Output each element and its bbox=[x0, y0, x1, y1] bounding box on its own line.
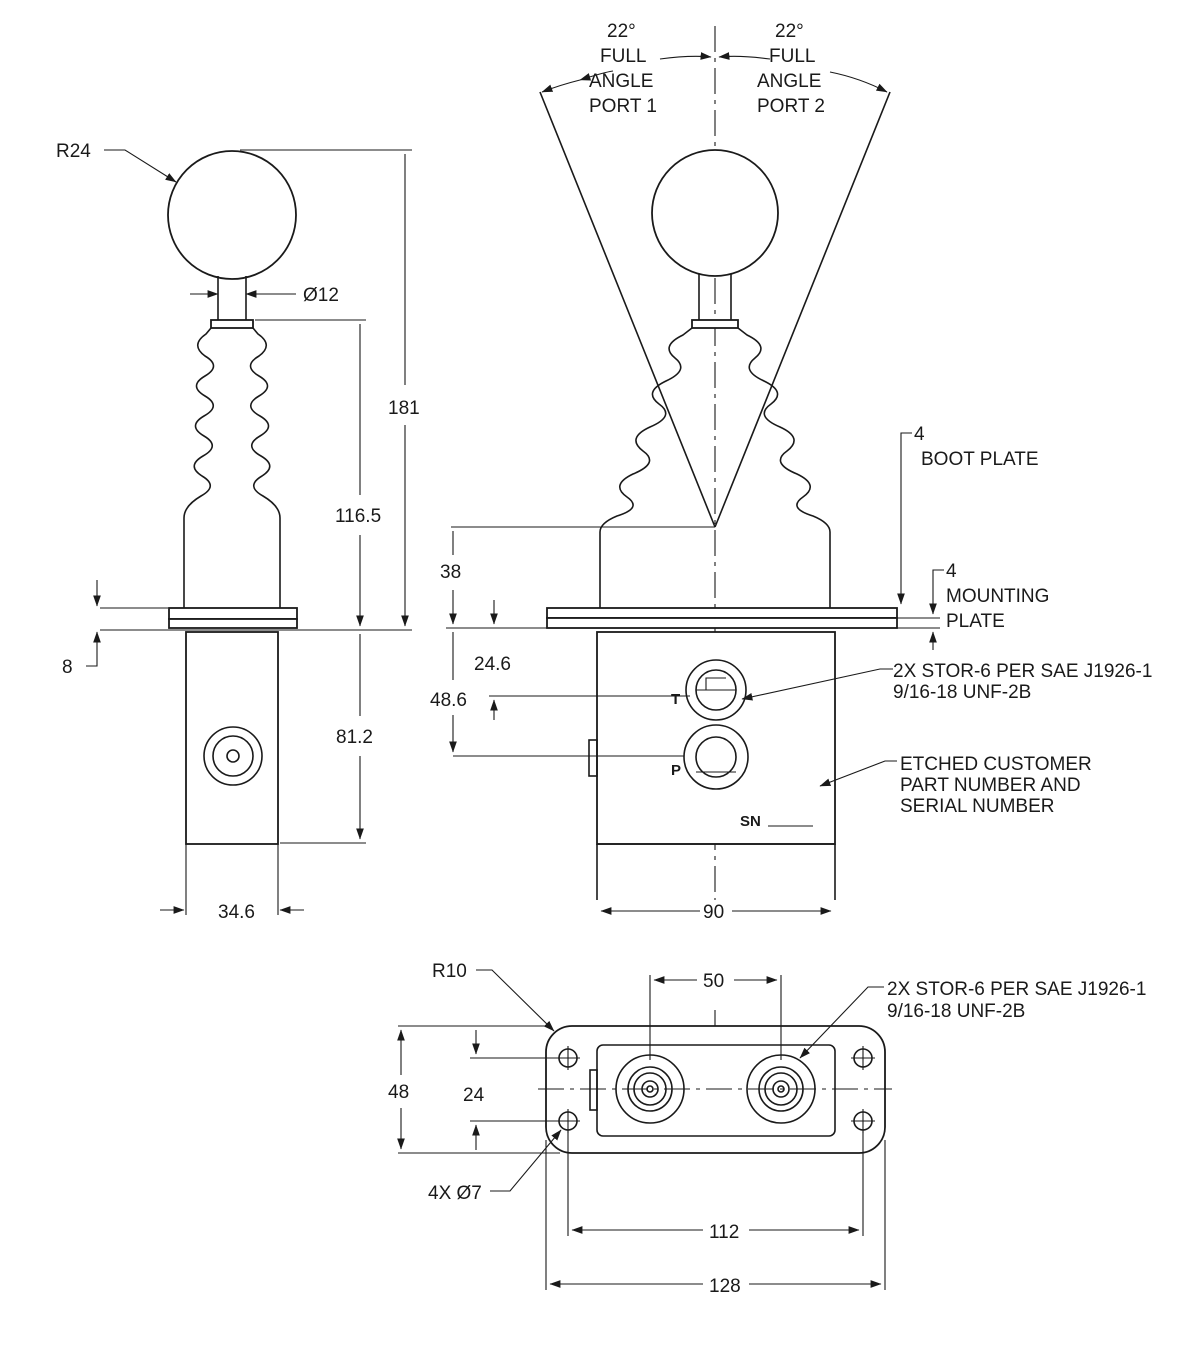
etched-callout2: PART NUMBER AND bbox=[900, 775, 1081, 796]
front-bellows bbox=[599, 327, 831, 608]
port-t-outer bbox=[685, 659, 747, 721]
side-ext-lines bbox=[100, 149, 412, 915]
dim-48-label: 48 bbox=[388, 1082, 409, 1103]
dim-34-label: 34.6 bbox=[218, 902, 255, 923]
front-view: 22° FULL ANGLE PORT 1 22° FULL ANGLE POR… bbox=[430, 21, 1152, 923]
mount-plate-ext bbox=[897, 617, 940, 629]
dim-8-arrow-bot bbox=[86, 631, 101, 667]
dim-181-label: 181 bbox=[388, 398, 420, 419]
bottom-view: 50 R10 2X STOR-6 PER SAE J1926-1 9/16-18… bbox=[388, 961, 1146, 1297]
port-p-inner bbox=[695, 736, 737, 778]
port-p-outer bbox=[683, 724, 749, 790]
boot-plate-thickness: 4 bbox=[914, 424, 925, 445]
angle-ray-left bbox=[539, 91, 716, 528]
dim-8-label: 8 bbox=[62, 657, 73, 678]
side-valve-body bbox=[185, 631, 279, 845]
angle-arc-left-top bbox=[659, 52, 712, 60]
dim-48-ext bbox=[398, 1025, 560, 1154]
boot-plate-leader bbox=[897, 432, 912, 605]
front-boot-plate bbox=[546, 607, 898, 619]
angle-arc-left-end bbox=[541, 79, 581, 93]
angle-port1-line1: 22° bbox=[607, 21, 636, 42]
angle-port1-line3: ANGLE bbox=[589, 71, 653, 92]
front-mounting-plate bbox=[546, 617, 898, 629]
serial-label: SN bbox=[740, 813, 761, 830]
side-mounting-plate bbox=[168, 618, 298, 629]
side-boot-plate bbox=[168, 607, 298, 620]
angle-port1-line4: PORT 1 bbox=[589, 96, 657, 117]
front-port-leader bbox=[741, 668, 893, 701]
dim-50-ext bbox=[649, 975, 782, 1060]
dim-112-label: 112 bbox=[709, 1222, 739, 1243]
dim-24-label: 24 bbox=[463, 1085, 485, 1106]
dim-50-label: 50 bbox=[703, 971, 724, 992]
angle-arc-right-top bbox=[718, 52, 771, 60]
angle-arc-right bbox=[829, 71, 888, 93]
mount-plate-name1: MOUNTING bbox=[946, 586, 1049, 607]
front-valve-body bbox=[596, 631, 836, 845]
bottom-port-callout1: 2X STOR-6 PER SAE J1926-1 bbox=[887, 979, 1146, 1000]
port-t-label: T bbox=[671, 691, 680, 708]
angle-port2-line1: 22° bbox=[775, 21, 804, 42]
mount-plate-leader-top bbox=[929, 569, 944, 615]
dia12-label: Ø12 bbox=[303, 285, 339, 306]
boot-plate-name: BOOT PLATE bbox=[921, 449, 1039, 470]
dim-128-ext bbox=[545, 1140, 886, 1290]
side-port-outer bbox=[203, 726, 263, 786]
front-boot-collar bbox=[691, 319, 739, 329]
dim-128-label: 128 bbox=[709, 1276, 741, 1297]
bottom-port-leader bbox=[799, 986, 884, 1059]
bottom-side-boss bbox=[589, 1069, 598, 1111]
dim-38-label: 38 bbox=[440, 562, 461, 583]
angle-arc-left bbox=[579, 70, 614, 81]
angle-port2-line4: PORT 2 bbox=[757, 96, 825, 117]
etched-callout3: SERIAL NUMBER bbox=[900, 796, 1055, 817]
front-port-callout1: 2X STOR-6 PER SAE J1926-1 bbox=[893, 661, 1152, 682]
holes-label: 4X Ø7 bbox=[428, 1183, 482, 1204]
front-body-sides bbox=[596, 844, 836, 900]
front-side-boss bbox=[588, 739, 598, 777]
dim-112-ext bbox=[567, 1130, 864, 1236]
side-port-inner bbox=[226, 749, 240, 763]
dim-116-label: 116.5 bbox=[335, 506, 381, 527]
dim-81-label: 81.2 bbox=[336, 727, 373, 748]
r10-leader bbox=[476, 969, 555, 1032]
angle-port1-line2: FULL bbox=[600, 46, 646, 67]
front-ext-lines bbox=[446, 526, 715, 757]
front-knob bbox=[651, 149, 779, 277]
side-boot-collar bbox=[210, 319, 254, 329]
etched-callout1: ETCHED CUSTOMER bbox=[900, 754, 1092, 775]
dim-48-6-label: 48.6 bbox=[430, 690, 467, 711]
holes-leader bbox=[490, 1129, 562, 1192]
mounting-holes bbox=[556, 1046, 875, 1133]
r24-leader bbox=[104, 149, 177, 183]
port-t-detail bbox=[696, 677, 736, 691]
dim-24-6-label: 24.6 bbox=[474, 654, 511, 675]
angle-port2-line2: FULL bbox=[769, 46, 815, 67]
etched-leader bbox=[819, 760, 897, 787]
mount-plate-thickness: 4 bbox=[946, 561, 957, 582]
front-shaft bbox=[698, 274, 732, 320]
r24-label: R24 bbox=[56, 141, 91, 162]
side-view: R24 Ø12 181 116.5 81.2 8 34.6 bbox=[56, 141, 420, 923]
dim-24-ext bbox=[470, 1057, 558, 1122]
mount-plate-name2: PLATE bbox=[946, 611, 1005, 632]
front-port-callout2: 9/16-18 UNF-2B bbox=[893, 682, 1031, 703]
side-shaft bbox=[217, 276, 247, 320]
side-port-mid bbox=[212, 735, 254, 777]
angle-ray-right bbox=[714, 91, 891, 528]
port-p-label: P bbox=[671, 762, 681, 779]
angle-port2-line3: ANGLE bbox=[757, 71, 821, 92]
side-knob bbox=[167, 150, 297, 280]
dim-90-label: 90 bbox=[703, 902, 724, 923]
r10-label: R10 bbox=[432, 961, 467, 982]
side-bellows bbox=[183, 327, 281, 608]
bottom-port-callout2: 9/16-18 UNF-2B bbox=[887, 1001, 1025, 1022]
